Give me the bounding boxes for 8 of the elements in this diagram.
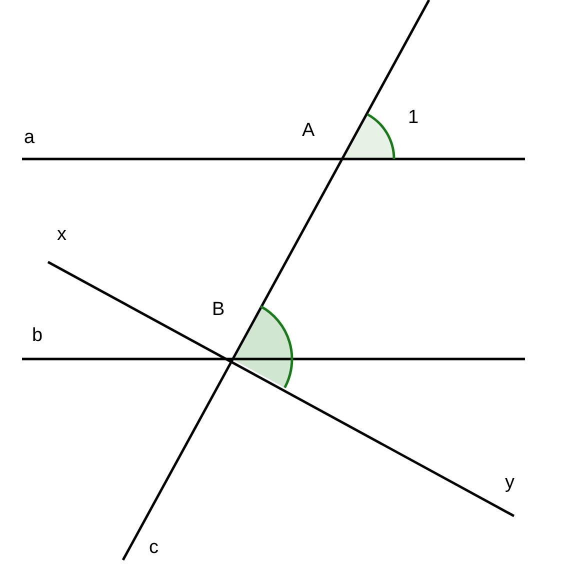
line-label: a: [24, 128, 35, 148]
point-label: A: [302, 121, 315, 141]
point-label: B: [212, 300, 225, 320]
line-label: b: [32, 326, 43, 346]
line-label: c: [149, 538, 158, 558]
angle-label: 1: [408, 108, 419, 128]
line-label: y: [505, 473, 514, 493]
line-label: x: [57, 225, 66, 245]
